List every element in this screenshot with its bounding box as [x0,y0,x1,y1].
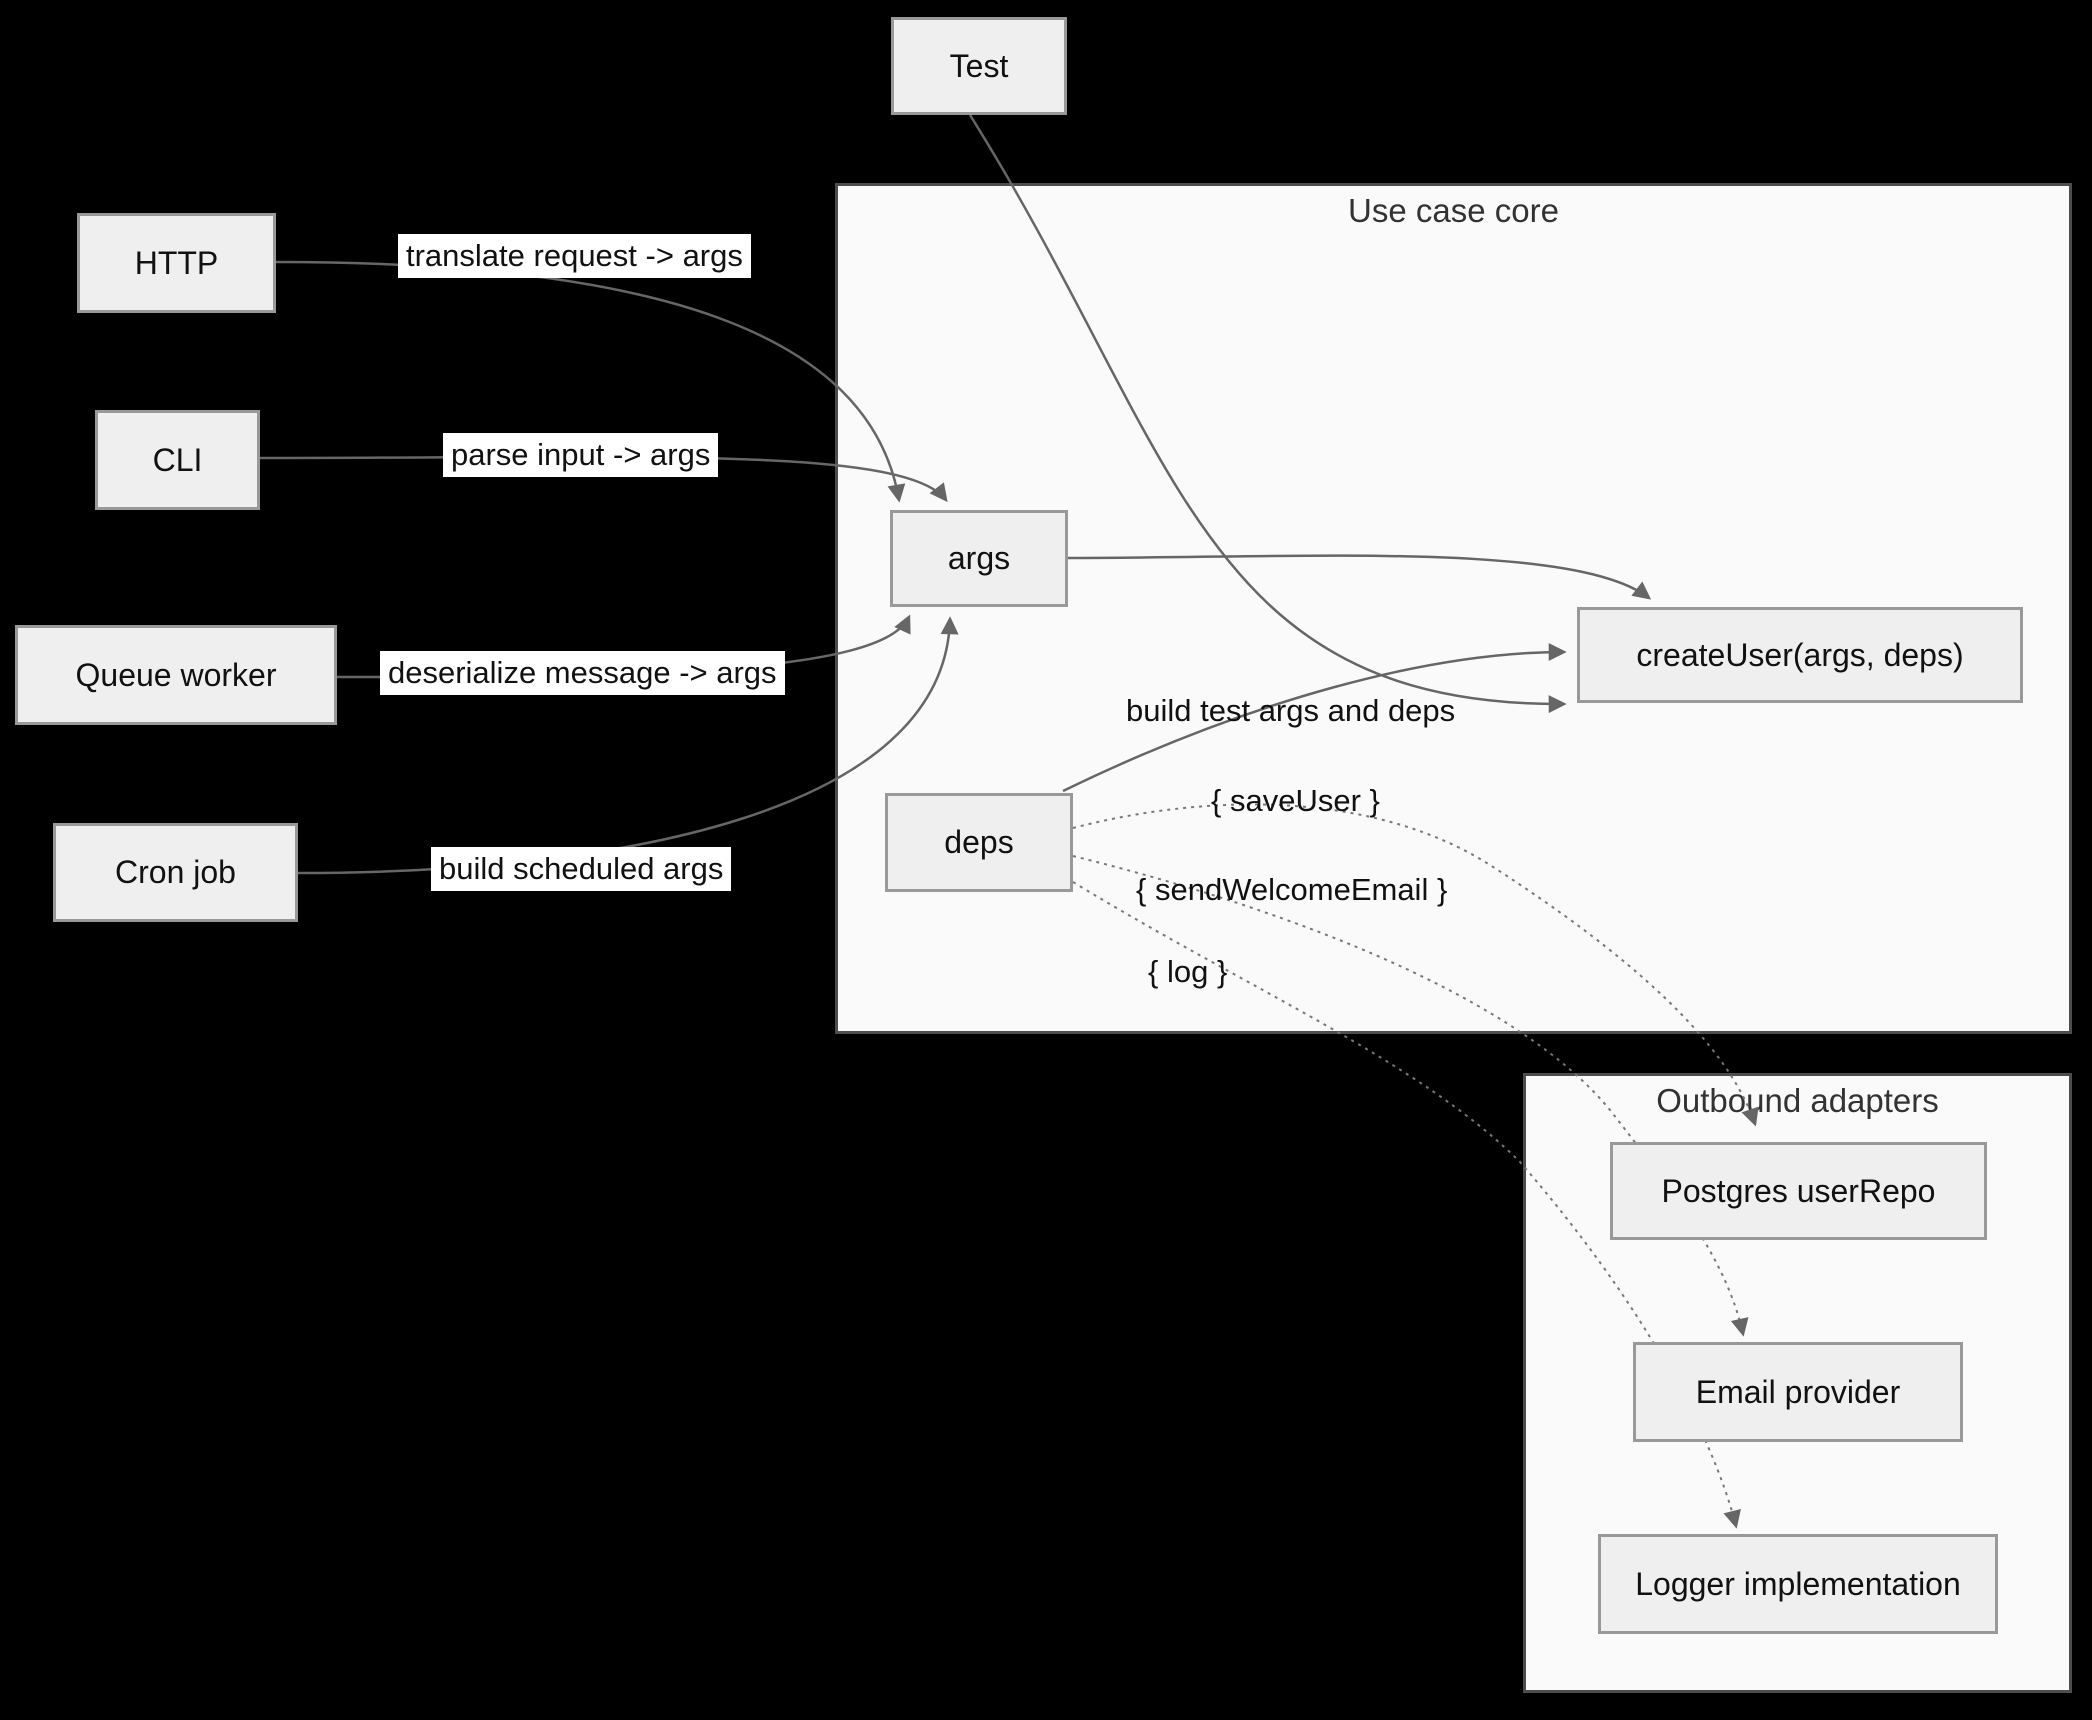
node-cli: CLI [95,410,260,510]
outbound-adapters-title: Outbound adapters [1656,1082,1939,1119]
edge-label-parse-input: parse input -> args [443,433,719,477]
edge-test-createuser [968,114,1567,714]
node-test: Test [891,17,1067,115]
node-postgres-userrepo: Postgres userRepo [1610,1142,1987,1240]
node-email-provider: Email provider [1633,1342,1963,1442]
node-queue-worker: Queue worker [15,625,337,725]
edge-label-sendwelcomeemail: { sendWelcomeEmail } [1136,872,1448,907]
edge-label-translate-request: translate request -> args [398,234,751,278]
edge-label-log: { log } [1148,954,1228,989]
node-cron-job: Cron job [53,823,298,922]
use-case-core-title: Use case core [1348,192,1559,229]
edge-label-build-test-args-deps: build test args and deps [1126,693,1456,728]
edge-deps-logger [1072,881,1741,1529]
edge-label-saveuser: { saveUser } [1211,783,1380,818]
node-deps: deps [885,793,1073,892]
node-http: HTTP [77,213,276,313]
node-args: args [890,510,1068,607]
edge-label-deserialize-message: deserialize message -> args [380,651,785,695]
edge-deps-createuser [1062,643,1567,793]
edge-args-createuser [1067,554,1652,600]
node-createuser: createUser(args, deps) [1577,607,2023,703]
edge-deps-email [1072,855,1749,1337]
edge-cli-args [259,455,948,503]
node-logger-implementation: Logger implementation [1598,1534,1998,1634]
edge-label-build-scheduled-args: build scheduled args [431,847,732,891]
edge-deps-postgres [1072,803,1759,1127]
